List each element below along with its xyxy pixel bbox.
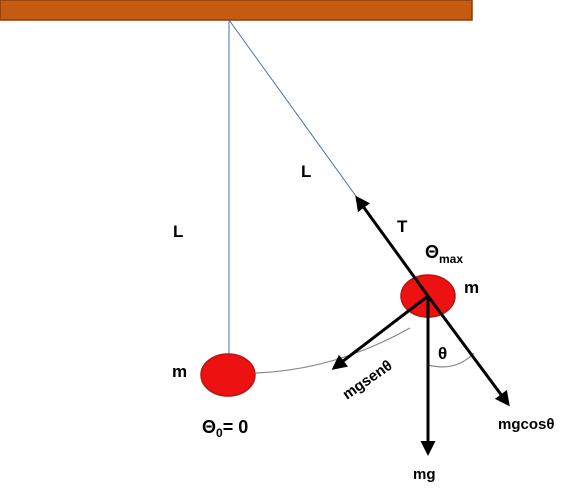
- mgsen-label: mgsenθ: [340, 357, 396, 403]
- theta-max-label: Θmax: [425, 242, 463, 266]
- mass-label-rest: m: [172, 362, 187, 381]
- theta-angle-label: θ: [438, 344, 447, 363]
- tension-label: T: [397, 217, 408, 236]
- mass-label-displaced: m: [464, 278, 479, 297]
- mgcos-label: mgcosθ: [498, 416, 554, 433]
- mgsen-vector: [331, 294, 429, 370]
- initial-angle-value: = 0: [223, 417, 249, 437]
- initial-angle-label: Θ0= 0: [202, 417, 248, 440]
- ceiling-support: [0, 0, 473, 21]
- tension-vector: [355, 195, 430, 297]
- initial-angle-subscript: 0: [216, 426, 223, 440]
- mgcos-vector: [426, 295, 510, 407]
- length-label-vertical: L: [173, 222, 183, 241]
- initial-angle-symbol: Θ: [202, 417, 216, 437]
- pendulum-bob-rest: [200, 353, 256, 397]
- weight-label: mg: [413, 466, 436, 483]
- theta-max-symbol: Θ: [425, 242, 439, 262]
- theta-angle-arc: [427, 352, 475, 368]
- length-label-inclined: L: [301, 162, 311, 181]
- theta-max-subscript: max: [439, 252, 463, 266]
